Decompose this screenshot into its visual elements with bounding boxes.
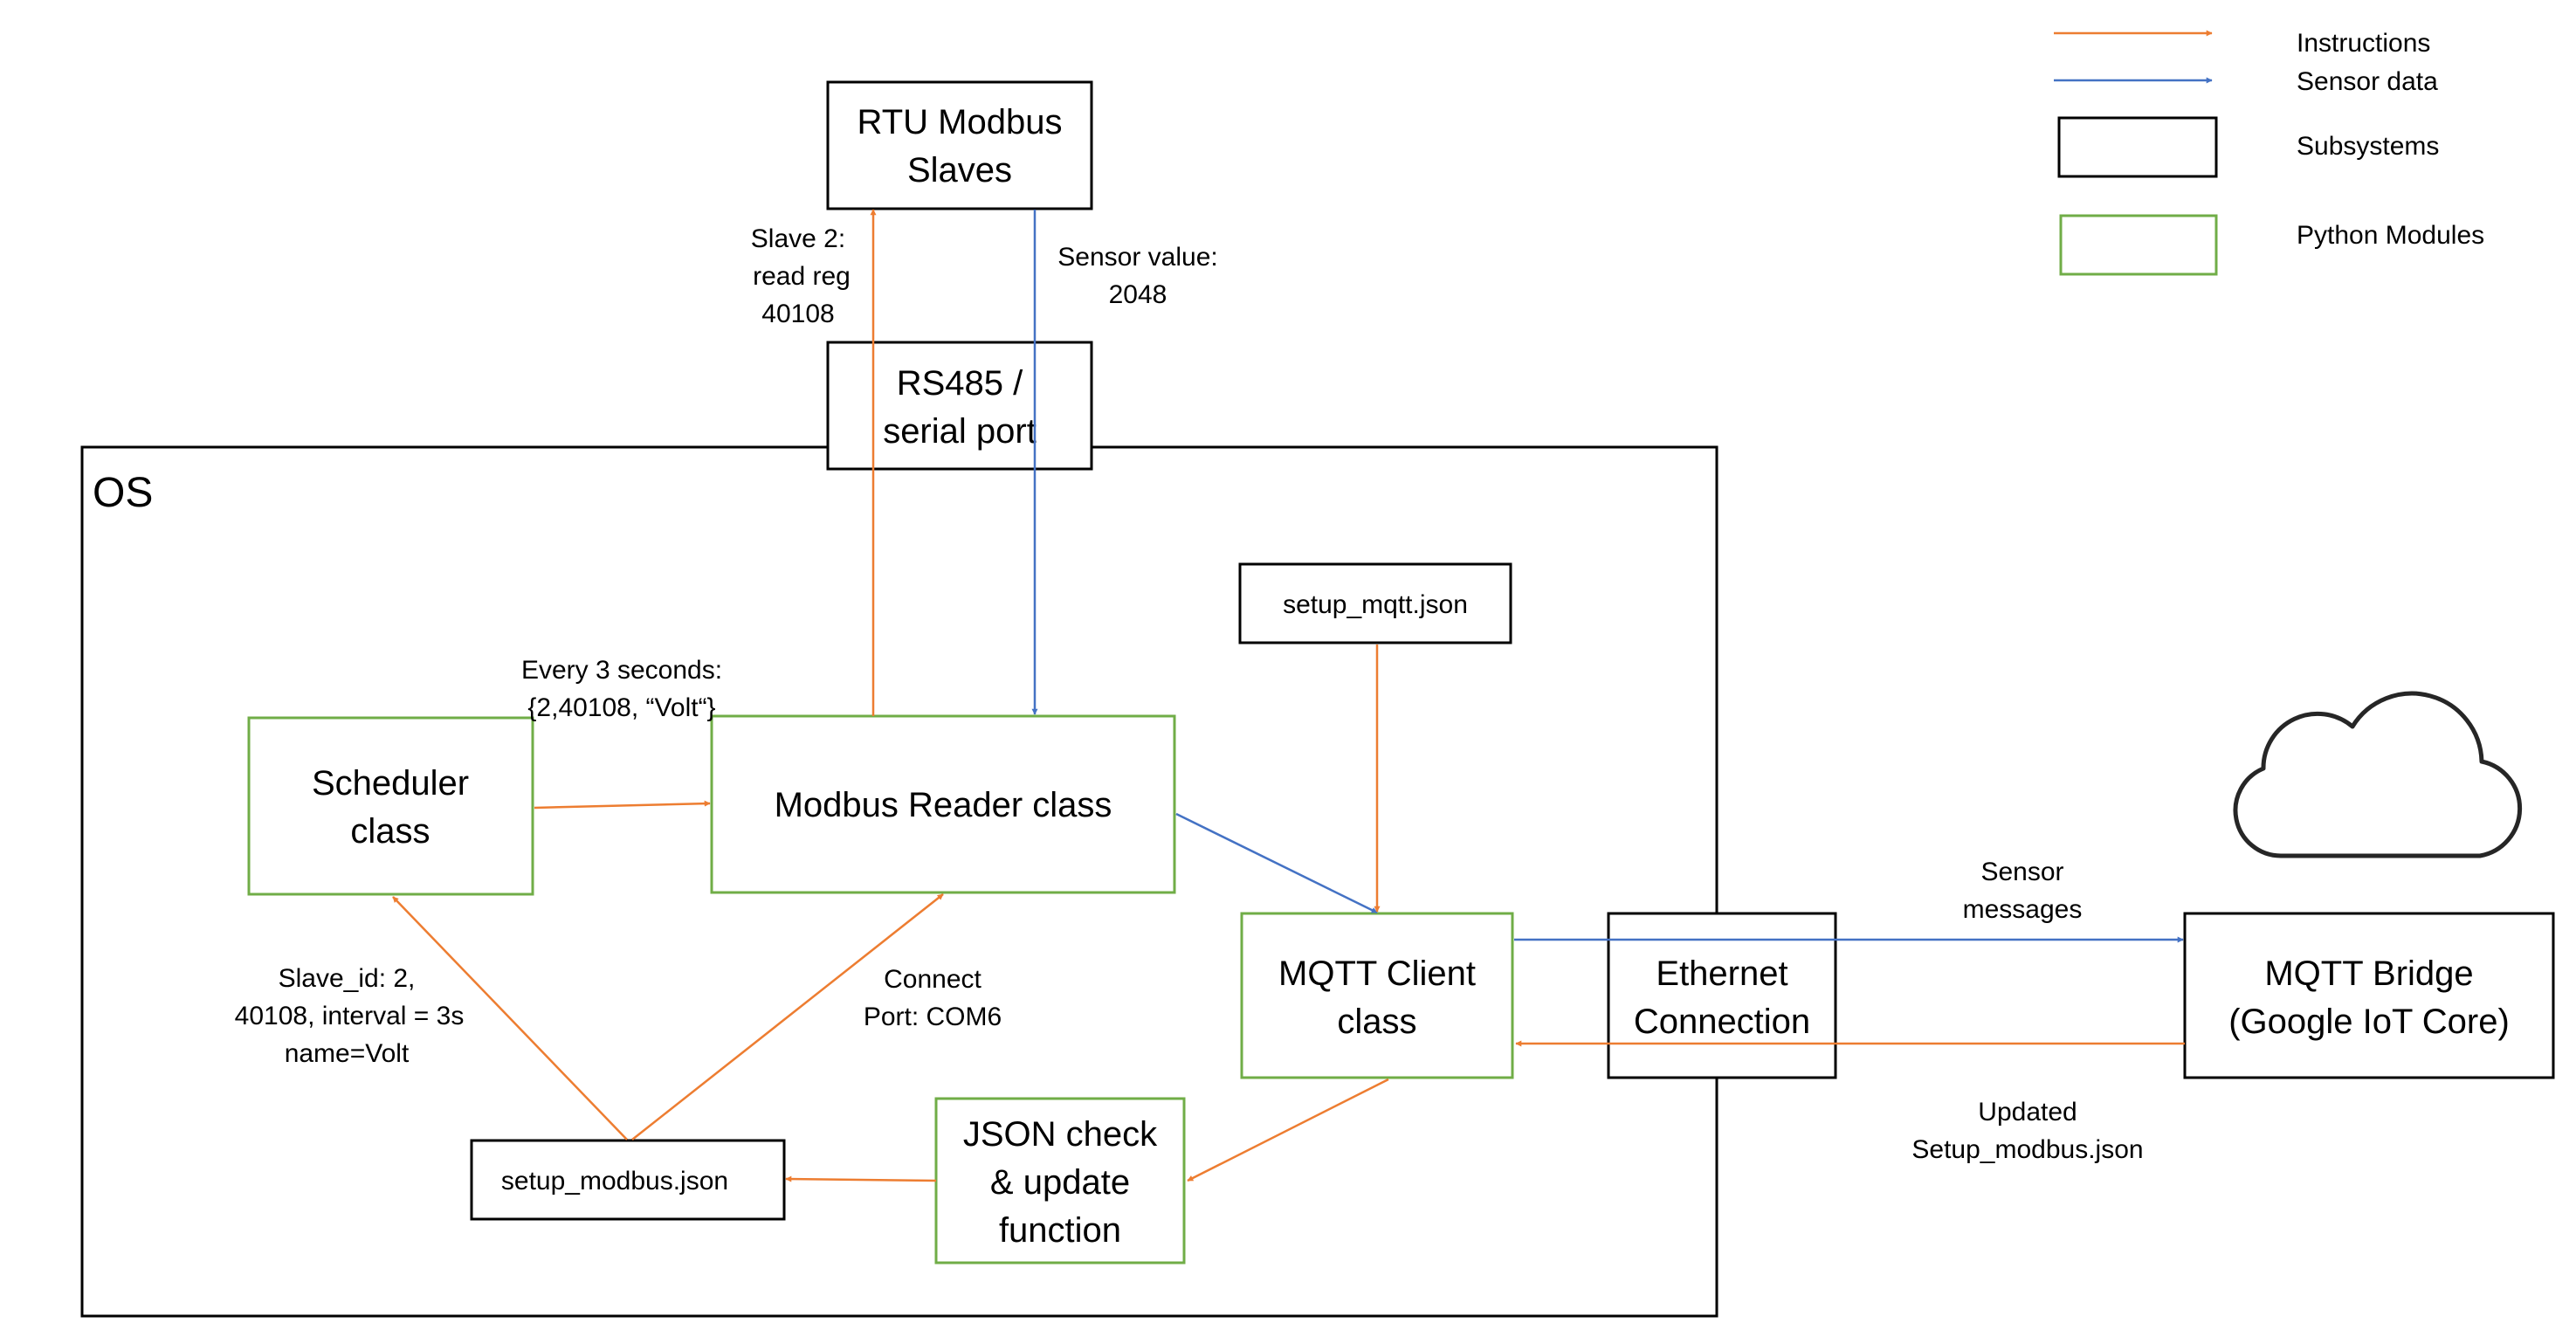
svg-text:messages: messages [1963,895,2083,924]
svg-text:Setup_modbus.json: Setup_modbus.json [1911,1135,2143,1164]
svg-text:40108, interval = 3s: 40108, interval = 3s [235,1002,465,1030]
modbus-reader-class-box: Modbus Reader class [710,714,1176,894]
svg-text:& update: & update [990,1163,1130,1202]
svg-text:JSON check: JSON check [963,1115,1158,1154]
legend-subsystems-swatch [2057,116,2218,178]
arrow-mqtt-to-json-check [1187,1078,1389,1182]
svg-text:RTU Modbus: RTU Modbus [858,103,1063,141]
arrow-setup-to-reader [631,893,944,1140]
setup-modbus-json-box: setup_modbus.json [470,1139,786,1221]
svg-text:serial port: serial port [883,412,1037,451]
svg-text:Slaves: Slaves [907,151,1012,190]
svg-text:read reg: read reg [753,262,851,291]
svg-text:Sensor: Sensor [1980,858,2063,886]
svg-text:Slave 2:: Slave 2: [751,224,845,253]
svg-text:class: class [350,812,430,851]
legend-python-modules-swatch [2059,214,2218,276]
legend-python-modules-label: Python Modules [2297,221,2484,250]
svg-text:MQTT Client: MQTT Client [1278,954,1476,993]
scheduler-class-box: Scheduler class [247,716,534,896]
label-sensor-value: Sensor value: 2048 [1057,243,1217,309]
legend-instructions-label: Instructions [2297,29,2430,58]
svg-text:Connect: Connect [884,965,981,994]
legend-sensor-data-label: Sensor data [2297,67,2438,96]
svg-text:Slave_id: 2,: Slave_id: 2, [279,964,416,993]
svg-text:Modbus Reader class: Modbus Reader class [775,786,1112,824]
svg-text:Ethernet: Ethernet [1656,954,1787,993]
svg-text:(Google IoT Core): (Google IoT Core) [2228,1003,2510,1041]
label-connect-port: Connect Port: COM6 [864,965,1002,1031]
svg-text:class: class [1337,1003,1416,1041]
svg-text:Port: COM6: Port: COM6 [864,1003,1002,1031]
svg-text:Updated: Updated [1978,1098,2077,1127]
svg-text:{2,40108, “Volt“}: {2,40108, “Volt“} [527,693,715,722]
svg-text:MQTT Bridge: MQTT Bridge [2264,954,2473,993]
rs485-serial-port-box: RS485 / serial port [826,341,1093,471]
svg-text:2048: 2048 [1109,280,1167,309]
mqtt-bridge-box: MQTT Bridge (Google IoT Core) [2183,912,2555,1079]
arrow-reader-to-mqtt [1175,812,1378,914]
json-check-update-box: JSON check & update function [934,1097,1186,1265]
svg-text:Connection: Connection [1634,1003,1810,1041]
label-every-3-seconds: Every 3 seconds: {2,40108, “Volt“} [521,656,722,722]
svg-text:name=Volt: name=Volt [285,1039,410,1068]
setup-mqtt-json-box: setup_mqtt.json [1238,562,1512,644]
label-updated-setup: Updated Setup_modbus.json [1911,1098,2143,1164]
cloud-icon [2233,691,2523,858]
svg-text:setup_mqtt.json: setup_mqtt.json [1283,590,1468,619]
label-slave-id: Slave_id: 2, 40108, interval = 3s name=V… [235,964,465,1068]
label-slave-read: Slave 2: read reg 40108 [751,224,851,328]
legend-subsystems-label: Subsystems [2297,132,2439,161]
svg-text:40108: 40108 [761,300,834,328]
ethernet-connection-box: Ethernet Connection [1607,912,1837,1079]
svg-text:Every 3 seconds:: Every 3 seconds: [521,656,722,685]
arrow-setup-to-scheduler [392,896,628,1140]
svg-text:function: function [999,1211,1121,1250]
svg-text:Scheduler: Scheduler [312,764,469,803]
os-label: OS [93,470,153,516]
svg-text:setup_modbus.json: setup_modbus.json [501,1167,728,1196]
rtu-modbus-slaves-box: RTU Modbus Slaves [826,80,1093,210]
label-sensor-messages: Sensor messages [1963,858,2083,924]
mqtt-client-class-box: MQTT Client class [1240,912,1514,1079]
arrow-schedule-trigger [534,800,711,810]
svg-text:RS485 /: RS485 / [897,364,1023,403]
legend: Instructions Sensor data Subsystems Pyth… [2054,29,2484,276]
arrow-json-check-to-setup [785,1175,937,1182]
svg-text:Sensor value:: Sensor value: [1057,243,1217,272]
